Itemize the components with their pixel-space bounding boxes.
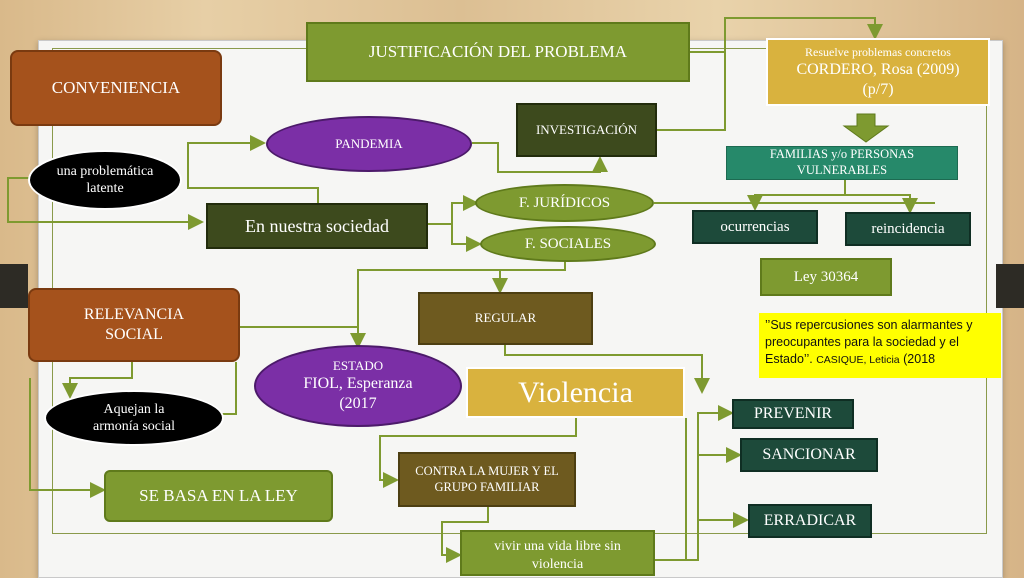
prevenir-label: PREVENIR <box>753 405 833 422</box>
quote-year: (2018 <box>903 351 936 366</box>
problematica-label: una problemática latente <box>56 163 154 197</box>
quote-text: ’’Sus repercusiones son alarmantes y pre… <box>765 318 973 366</box>
familias-box: FAMILIAS y/o PERSONAS VULNERABLES <box>726 146 958 180</box>
aquejan-ellipse: Aquejan la armonía social <box>44 390 224 446</box>
violencia-label: Violencia <box>518 375 633 409</box>
ocurrencias-box: ocurrencias <box>692 210 818 244</box>
se-basa-label: SE BASA EN LA LEY <box>139 486 298 506</box>
estado-line3: (2017 <box>339 395 377 413</box>
vivir-label: vivir una vida libre sin violencia <box>494 539 621 572</box>
contra-box: CONTRA LA MUJER Y EL GRUPO FAMILIAR <box>398 452 576 507</box>
investigacion-label: INVESTIGACIÓN <box>535 121 638 137</box>
f-sociales-label: F. SOCIALES <box>524 235 612 252</box>
relevancia-box: RELEVANCIA SOCIAL <box>28 288 240 362</box>
prevenir-box: PREVENIR <box>732 399 854 429</box>
investigacion-box: INVESTIGACIÓN <box>516 103 657 157</box>
justificacion-box: JUSTIFICACIÓN DEL PROBLEMA <box>306 22 690 82</box>
conveniencia-box: CONVENIENCIA <box>10 50 222 126</box>
f-juridicos-ellipse: F. JURÍDICOS <box>475 184 654 222</box>
se-basa-box: SE BASA EN LA LEY <box>104 470 333 522</box>
right-tab <box>996 264 1024 308</box>
relevancia-label: RELEVANCIA SOCIAL <box>83 306 185 343</box>
reincidencia-label: reincidencia <box>871 220 945 237</box>
quote-author: CASIQUE, Leticia <box>816 353 900 366</box>
conveniencia-label: CONVENIENCIA <box>51 78 181 98</box>
familias-label: FAMILIAS y/o PERSONAS VULNERABLES <box>769 147 915 177</box>
pandemia-ellipse: PANDEMIA <box>266 116 472 172</box>
left-tab <box>0 264 28 308</box>
sancionar-box: SANCIONAR <box>740 438 878 472</box>
cordero-line3: (p/7) <box>862 80 894 98</box>
reincidencia-box: reincidencia <box>845 212 971 246</box>
ley-label: Ley 30364 <box>793 268 859 285</box>
sancionar-label: SANCIONAR <box>762 446 856 463</box>
regular-label: REGULAR <box>474 310 537 326</box>
estado-line2: FIOL, Esperanza <box>303 375 413 393</box>
problematica-ellipse: una problemática latente <box>28 150 182 210</box>
contra-label: CONTRA LA MUJER Y EL GRUPO FAMILIAR <box>415 463 559 494</box>
cordero-box: Resuelve problemas concretos CORDERO, Ro… <box>766 38 990 106</box>
quote-note: ’’Sus repercusiones son alarmantes y pre… <box>759 313 1001 378</box>
sociedad-box: En nuestra sociedad <box>206 203 428 249</box>
justificacion-label: JUSTIFICACIÓN DEL PROBLEMA <box>368 42 628 62</box>
estado-line1: ESTADO <box>332 357 384 373</box>
ley-box: Ley 30364 <box>760 258 892 296</box>
violencia-box: Violencia <box>466 367 685 418</box>
pandemia-label: PANDEMIA <box>335 135 403 151</box>
erradicar-box: ERRADICAR <box>748 504 872 538</box>
ocurrencias-label: ocurrencias <box>720 218 790 235</box>
estado-ellipse: ESTADO FIOL, Esperanza (2017 <box>254 345 462 427</box>
f-juridicos-label: F. JURÍDICOS <box>518 194 611 211</box>
cordero-line1: Resuelve problemas concretos <box>805 44 951 59</box>
f-sociales-ellipse: F. SOCIALES <box>480 226 656 262</box>
regular-box: REGULAR <box>418 292 593 345</box>
cordero-line2: CORDERO, Rosa (2009) <box>796 60 960 78</box>
vivir-box: vivir una vida libre sin violencia <box>460 530 655 576</box>
sociedad-label: En nuestra sociedad <box>245 215 389 236</box>
aquejan-label: Aquejan la armonía social <box>92 401 176 435</box>
erradicar-label: ERRADICAR <box>763 512 857 529</box>
